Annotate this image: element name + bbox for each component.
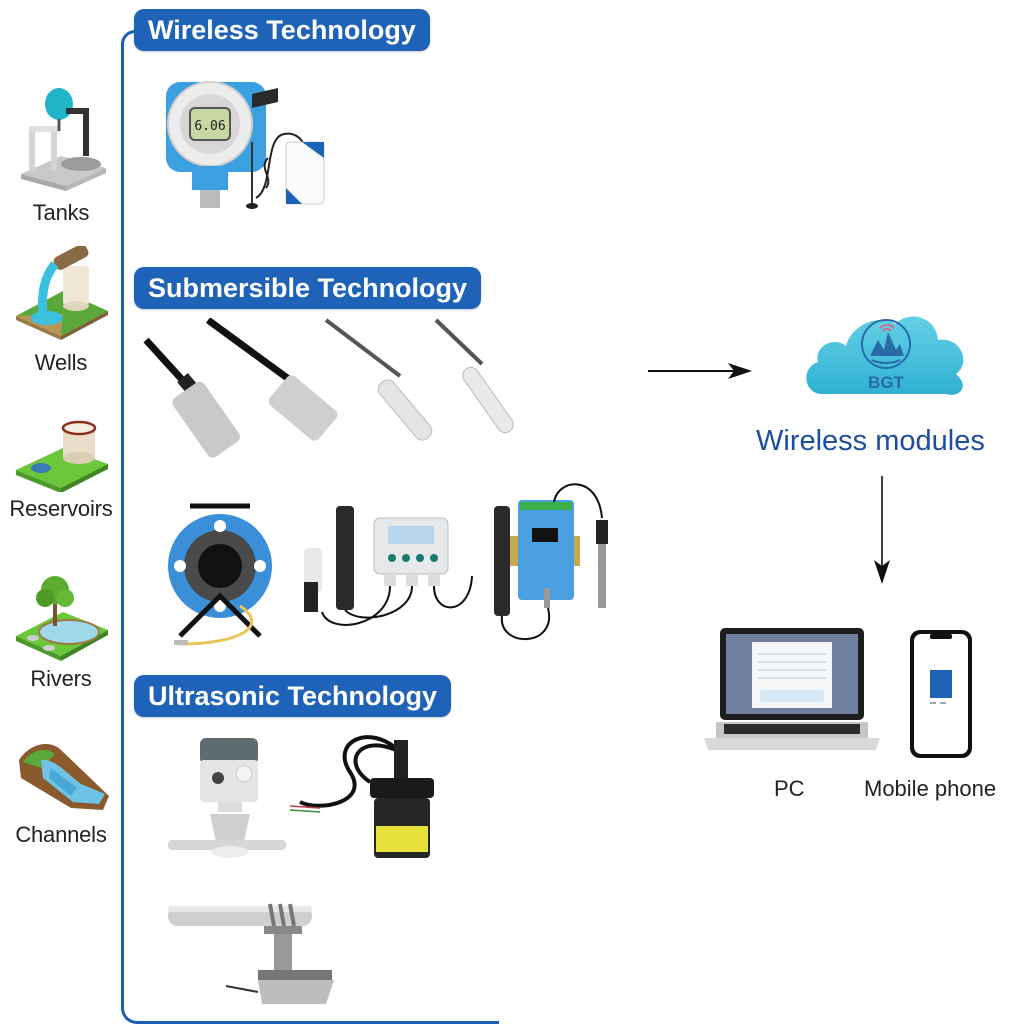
svg-text:6.06: 6.06 <box>194 119 225 134</box>
application-reservoirs: Reservoirs <box>0 420 122 522</box>
application-label: Tanks <box>32 200 90 225</box>
wireless-modules-label: Wireless modules <box>756 425 985 457</box>
section-bracket <box>121 30 141 1010</box>
section-header-ultrasonic: Ultrasonic Technology <box>134 675 452 717</box>
well-icon <box>16 246 108 340</box>
wireless-pressure-transmitter-image: 6.06 <box>166 81 278 208</box>
water-quality-din-transmitter-image <box>494 483 608 640</box>
arrow-to-cloud <box>648 363 752 379</box>
section-bracket-bottom <box>121 1003 499 1024</box>
application-rivers: Rivers <box>0 572 122 692</box>
pipe-mounted-radar-flow-meter-image <box>168 903 334 1004</box>
submersible-sensor-3 <box>324 318 433 441</box>
application-label: Rivers <box>30 666 92 691</box>
application-label: Reservoirs <box>9 496 113 521</box>
ultrasonic-level-sensor-image <box>290 735 434 858</box>
pc-label: PC <box>774 776 805 801</box>
tank-icon <box>21 88 106 191</box>
application-label: Wells <box>34 350 88 375</box>
application-wells: Wells <box>0 246 122 376</box>
submersible-sensor-2 <box>205 318 338 441</box>
cable-reel-sensor-image <box>168 503 272 646</box>
submersible-level-sensors-image <box>143 318 514 458</box>
wireless-rtu-box-image <box>246 132 325 209</box>
channel-icon <box>19 744 109 810</box>
section-header-submersible: Submersible Technology <box>134 267 482 309</box>
submersible-sensor-4 <box>434 318 514 434</box>
arrow-to-devices <box>874 476 890 584</box>
river-icon <box>16 576 108 661</box>
mobile-phone-label: Mobile phone <box>864 776 997 801</box>
application-label: Channels <box>15 822 107 847</box>
section-header-wireless: Wireless Technology <box>134 9 430 51</box>
laptop-icon <box>704 628 880 750</box>
cloud-icon: BGT <box>806 316 964 395</box>
radar-level-meter-image <box>168 738 286 858</box>
reservoir-icon <box>16 420 108 492</box>
application-tanks: Tanks <box>0 86 122 226</box>
cloud-brand: BGT <box>868 373 905 392</box>
smartphone-icon <box>910 630 972 758</box>
application-channels: Channels <box>0 738 122 848</box>
water-quality-controller-image <box>304 506 473 626</box>
submersible-sensor-1 <box>143 337 241 458</box>
